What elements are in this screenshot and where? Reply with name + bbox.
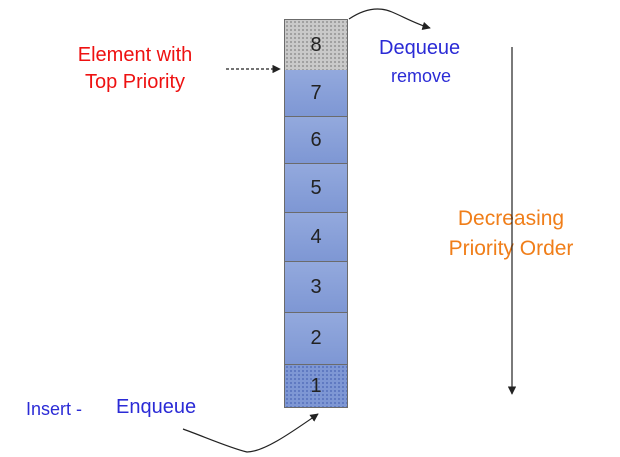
queue-cell: 7 (284, 70, 348, 117)
remove-label: remove (391, 66, 452, 86)
decreasing-priority-line2: Priority Order (448, 237, 574, 260)
top-priority-label-line2: Top Priority (84, 71, 186, 93)
decreasing-priority-label: Decreasing Priority Order (436, 204, 586, 264)
queue-cell: 5 (284, 164, 348, 213)
top-priority-label: Element with Top Priority (60, 42, 210, 96)
queue-cell: 4 (284, 213, 348, 262)
top-priority-label-line1: Element with (77, 44, 193, 66)
insert-label: Insert - (26, 399, 83, 419)
queue-cell: 2 (284, 313, 348, 365)
queue-cell: 3 (284, 262, 348, 313)
dequeue-arrow (348, 8, 431, 30)
enqueue-label: Enqueue (116, 396, 197, 418)
enqueue-arrow (182, 413, 319, 453)
queue-cell: 6 (284, 117, 348, 164)
dequeue-label: Dequeue (379, 37, 461, 59)
queue-cell: 1 (284, 365, 348, 408)
queue-cell: 8 (284, 19, 348, 71)
decreasing-priority-line1: Decreasing (457, 207, 565, 230)
